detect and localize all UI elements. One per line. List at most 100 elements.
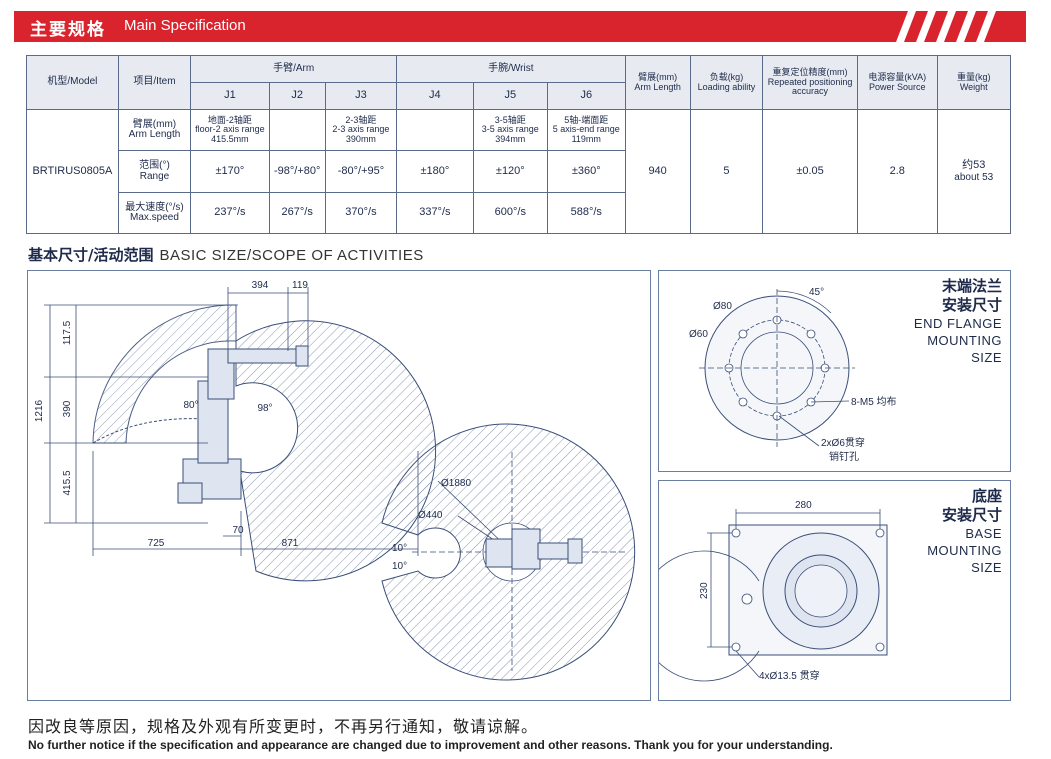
header-power: 电源容量(kVA)Power Source bbox=[856, 55, 938, 110]
flange-panel: Ø80 Ø60 45° 8-M5 均布 2xØ6贯穿 销钉孔 末端法兰 安装尺寸… bbox=[658, 270, 1011, 472]
header-power-en: Power Source bbox=[868, 81, 926, 92]
scope-drawing: 394 119 1216 117.5 390 415.5 70 725 871 … bbox=[34, 280, 636, 681]
dim-117-5: 117.5 bbox=[62, 320, 73, 345]
scope-drawing-panel: 394 119 1216 117.5 390 415.5 70 725 871 … bbox=[27, 270, 651, 701]
section-title-zh: 基本尺寸/活动范围 bbox=[28, 246, 154, 264]
header-arm: 手臂/Arm bbox=[190, 55, 398, 83]
flange-title-en2: MOUNTING bbox=[927, 333, 1002, 348]
angle-10b: 10° bbox=[392, 561, 407, 572]
robot-side-body bbox=[177, 345, 309, 504]
arm-span-value: 940 bbox=[624, 109, 691, 234]
header-weight-zh: 重量(kg) bbox=[957, 72, 991, 83]
row-arm-length-label: 臂展(mm)Arm Length bbox=[117, 109, 192, 151]
model-cell: BRTIRUS0805A bbox=[26, 109, 119, 234]
header-arm-span-en: Arm Length bbox=[634, 81, 681, 92]
speed-j6: 588°/s bbox=[547, 192, 626, 234]
speed-j1: 237°/s bbox=[190, 192, 270, 234]
row-speed-label: 最大速度(°/s)Max.speed bbox=[117, 192, 192, 234]
robot-top-body bbox=[485, 528, 583, 570]
flange-pin1: 2xØ6贯穿 bbox=[821, 436, 865, 449]
flange-holes: 8-M5 均布 bbox=[851, 396, 897, 408]
range-j4: ±180° bbox=[396, 150, 474, 193]
range-j1: ±170° bbox=[190, 150, 270, 193]
flange-pin2: 销钉孔 bbox=[829, 450, 859, 463]
speed-j2: 267°/s bbox=[268, 192, 326, 234]
joint-j4: J4 bbox=[396, 82, 474, 110]
dim-119: 119 bbox=[292, 280, 308, 291]
flange-title-en3: SIZE bbox=[971, 350, 1002, 365]
weight-value-zh: 约53 bbox=[962, 158, 986, 171]
dim-70: 70 bbox=[232, 525, 244, 536]
arm-length-j1-l3: 415.5mm bbox=[211, 133, 249, 144]
flange-angle: 45° bbox=[809, 287, 824, 298]
flange-d80: Ø80 bbox=[713, 301, 732, 312]
range-j2: -98°/+80° bbox=[268, 150, 326, 193]
header-repeat-en2: accuracy bbox=[792, 86, 829, 97]
arm-length-j5-l2: 3-5 axis range bbox=[481, 124, 539, 135]
header-weight-en: Weight bbox=[959, 81, 988, 92]
arm-length-j2 bbox=[268, 109, 326, 151]
flange-title-en1: END FLANGE bbox=[913, 316, 1002, 331]
angle-10a: 10° bbox=[392, 543, 407, 554]
base-title-en1: BASE bbox=[965, 526, 1002, 541]
speed-j3: 370°/s bbox=[324, 192, 398, 234]
range-j3: -80°/+95° bbox=[324, 150, 398, 193]
base-title-en3: SIZE bbox=[971, 560, 1002, 575]
dim-440: Ø440 bbox=[418, 510, 443, 521]
header-weight: 重量(kg)Weight bbox=[936, 55, 1011, 110]
dim-394: 394 bbox=[252, 280, 269, 291]
arm-length-j6-l2: 5 axis-end range bbox=[552, 124, 620, 135]
header-banner: 主要规格 Main Specification bbox=[14, 11, 1026, 42]
flange-d60: Ø60 bbox=[689, 329, 708, 340]
stripes-decoration bbox=[876, 11, 1026, 42]
flange-title-zh2: 安装尺寸 bbox=[941, 296, 1002, 314]
header-arm-span: 臂展(mm)Arm Length bbox=[624, 55, 691, 110]
base-width: 280 bbox=[795, 500, 812, 511]
dim-725: 725 bbox=[148, 538, 165, 549]
notice-en: No further notice if the specification a… bbox=[28, 738, 833, 752]
arm-length-j3-l2: 2-3 axis range bbox=[332, 124, 390, 135]
arm-length-j1-l1: 地面-2轴距 bbox=[207, 114, 252, 125]
dim-1880: Ø1880 bbox=[441, 478, 471, 489]
arm-length-j6-l3: 119mm bbox=[571, 133, 601, 144]
header-wrist: 手腕/Wrist bbox=[396, 55, 626, 83]
row-speed-zh: 最大速度(°/s) bbox=[125, 201, 184, 213]
flange-title-zh1: 末端法兰 bbox=[941, 277, 1002, 295]
header-item: 项目/Item bbox=[117, 55, 192, 110]
row-range-en: Range bbox=[139, 170, 170, 182]
row-speed-en: Max.speed bbox=[130, 212, 179, 223]
dim-415-5: 415.5 bbox=[62, 470, 73, 495]
base-panel: 280 230 4xØ13.5 贯穿 底座 安装尺寸 BASE MOUNTING… bbox=[638, 480, 1011, 701]
base-title-en2: MOUNTING bbox=[927, 543, 1002, 558]
arm-length-j4 bbox=[396, 109, 474, 151]
angle-98: 98° bbox=[257, 403, 272, 414]
arm-length-j3-l1: 2-3轴距 bbox=[345, 114, 377, 125]
arm-length-j5-l1: 3-5轴距 bbox=[494, 114, 526, 125]
power-value: 2.8 bbox=[856, 109, 938, 234]
repeat-value: ±0.05 bbox=[762, 109, 858, 234]
base-title-zh1: 底座 bbox=[971, 487, 1002, 505]
weight-value-en: about 53 bbox=[954, 171, 994, 183]
header-load-zh: 负载(kg) bbox=[709, 72, 744, 83]
base-height: 230 bbox=[699, 582, 710, 599]
section-title-en: BASIC SIZE/SCOPE OF ACTIVITIES bbox=[159, 247, 424, 264]
row-arm-length-zh: 臂展(mm) bbox=[132, 118, 177, 130]
header-power-zh: 电源容量(kVA) bbox=[868, 72, 927, 83]
arm-length-j6-l1: 5轴-端面距 bbox=[564, 114, 609, 125]
dim-1216: 1216 bbox=[34, 399, 45, 422]
header-title-zh: 主要规格 bbox=[30, 20, 106, 40]
row-range-zh: 范围(°) bbox=[139, 160, 170, 171]
header-repeat-zh: 重复定位精度(mm) bbox=[772, 67, 848, 78]
base-drawing: 280 230 4xØ13.5 贯穿 bbox=[638, 500, 888, 682]
speed-j4: 337°/s bbox=[396, 192, 474, 234]
notice-zh: 因改良等原因，规格及外观有所变更时，不再另行通知，敬请谅解。 bbox=[28, 717, 539, 736]
spec-table: 机型/Model 项目/Item 手臂/Arm 手腕/Wrist 臂展(mm)A… bbox=[26, 55, 1011, 234]
range-j5: ±120° bbox=[472, 150, 549, 193]
range-j6: ±360° bbox=[547, 150, 626, 193]
header-arm-span-zh: 臂展(mm) bbox=[638, 72, 678, 83]
base-title-zh2: 安装尺寸 bbox=[941, 506, 1002, 524]
